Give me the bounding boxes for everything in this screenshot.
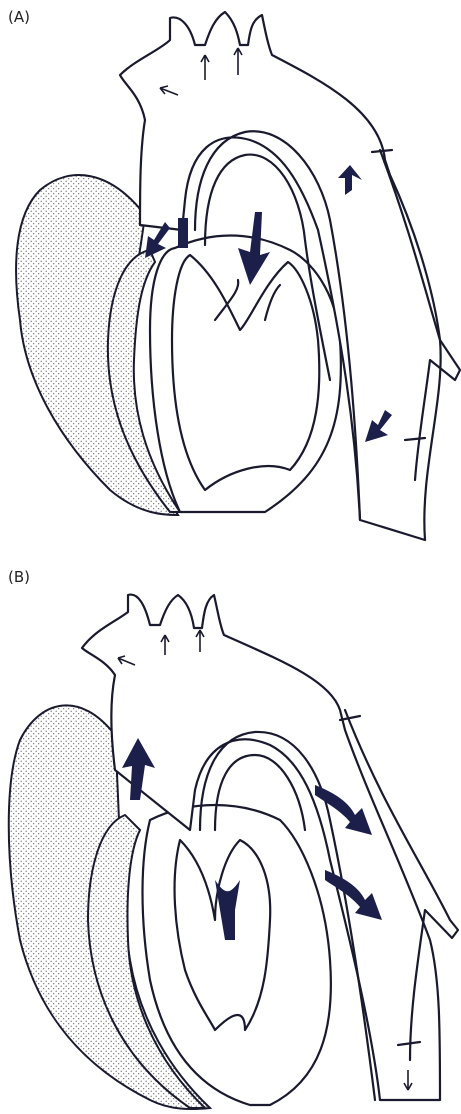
diagram-panel-a: (A) xyxy=(0,0,461,550)
heart-diagram-a xyxy=(0,0,461,550)
heart-diagram-b xyxy=(0,560,461,1114)
ductal-bar xyxy=(178,218,188,248)
diagram-panel-b: (B) xyxy=(0,560,461,1114)
